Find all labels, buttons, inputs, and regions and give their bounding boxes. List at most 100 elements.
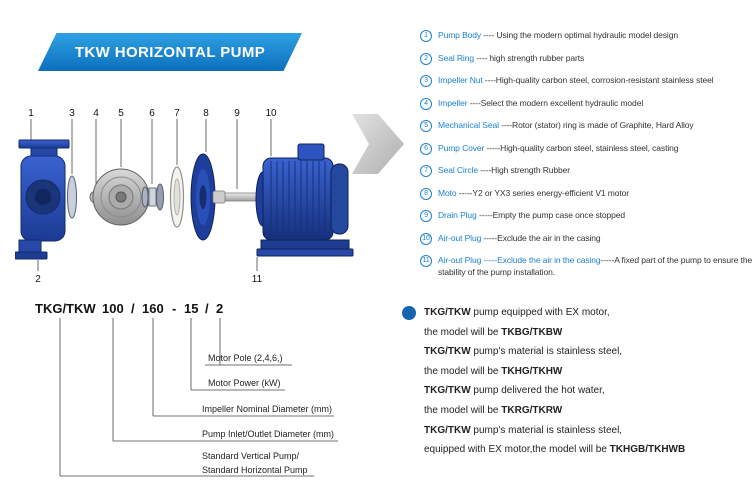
part-list-item: 7 Seal Circle ----High strength Rubber [420,165,754,177]
part-name: Drain Plug [438,210,477,220]
note-text: pump's material is stainless steel, [470,424,623,436]
note-text: the model will be [424,404,502,416]
diagram-label-6: 6 [149,108,155,119]
part-name: Moto [438,187,457,198]
diagram-label-7: 7 [174,108,180,119]
note-model-prefix: TKG/TKW [424,346,471,358]
model-token-power: 15 [184,301,198,316]
part-list-item: 5 Mechanical Seal ----Rotor (stator) rin… [420,120,754,132]
part-text: Mechanical Seal ----Rotor (stator) ring … [438,120,694,132]
model-token-dash: - [172,301,176,316]
diagram-label-1: 1 [28,108,34,119]
part-name: Seal Circle [438,165,478,175]
note-text: pump equipped with EX motor, [470,307,610,318]
diagram-label-10: 10 [265,108,277,119]
motor [255,143,354,257]
exploded-pump-diagram: 1 3 4 5 6 7 8 9 10 2 11 [15,108,354,285]
model-label-motor-pole: Motor Pole (2,4,6,) [208,353,283,363]
diagram-label-8: 8 [203,108,209,119]
part-text: Air-out Plug -----Exclude the air in the… [438,233,601,245]
part-list-item: 8 Moto -----Y2 or YX3 series energy-effi… [420,187,754,200]
part-list-item: 3 Impeller Nut ----High-quality carbon s… [420,75,754,87]
diagram-label-11: 11 [252,274,263,285]
model-notes: TKG/TKW pump equipped with EX motor, the… [400,303,745,460]
page-title: TKW HORIZONTAL PUMP [74,43,266,61]
note-line: equipped with EX motor,the model will be… [424,440,745,460]
note-model-code: TKRG/TKRW [501,404,563,416]
part-name: Seal Ring [438,52,474,63]
note-lines: TKG/TKW pump equipped with EX motor, the… [424,303,745,460]
model-token-slash-1: / [131,301,135,316]
diagram-label-3: 3 [69,108,75,119]
note-model-prefix: TKG/TKW [424,385,471,397]
part-desc: -----A fixed part of the pump to ensure … [438,255,753,277]
pump-casing [15,139,70,260]
model-token-slash-2: / [205,301,209,316]
part-name: Pump Cover [438,142,485,153]
part-text: Seal Ring ---- high strength rubber part… [438,53,584,65]
part-list-item: 1 Pump Body ---- Using the modern optima… [420,30,754,42]
part-desc: ----Rotor (stator) ring is made of Graph… [498,120,694,130]
bullet-icon [402,306,416,320]
note-model-code: TKBG/TKBW [501,326,563,338]
note-text: pump delivered the hot water, [470,385,605,397]
part-text: Drain Plug -----Empty the pump case once… [438,210,625,222]
note-model-prefix: TKG/TKW [424,307,471,318]
diagram-label-9: 9 [234,108,240,119]
motor-fins [270,161,326,237]
note-model-prefix: TKG/TKW [424,424,471,436]
title-banner: TKW HORIZONTAL PUMP [38,33,302,71]
part-number-badge: 8 [420,187,432,200]
part-list-item: 10 Air-out Plug -----Exclude the air in … [420,232,754,245]
diagram-label-5: 5 [118,108,124,119]
part-desc: ---- Using the modern optimal hydraulic … [481,30,678,40]
part-desc: -----Y2 or YX3 series energy-efficient V… [456,187,630,198]
seal-circle [169,166,185,228]
mechanical-seal [141,183,164,211]
model-token-series: TKG/TKW [35,301,96,316]
part-name: Air-out Plug [438,232,482,243]
part-number-badge: 7 [420,165,432,177]
part-number-badge: 1 [420,30,432,42]
leader-lines [30,119,272,271]
model-token-pole: 2 [216,301,223,316]
model-label-impeller-diam: Impeller Nominal Diameter (mm) [202,404,332,414]
model-label-standard-horiz: Standard Horizontal Pump [202,465,308,475]
part-list-item: 9 Drain Plug -----Empty the pump case on… [420,210,754,222]
note-text: the model will be [424,365,502,377]
parts-list: 1 Pump Body ---- Using the modern optima… [420,30,754,289]
part-desc: -----Empty the pump case once stopped [476,210,626,220]
note-model-code: TKHGB/TKHWB [609,444,686,456]
note-text: pump's material is stainless steel, [470,346,623,358]
part-number-badge: 2 [420,52,432,65]
part-number-badge: 10 [420,232,432,245]
model-token-impeller: 160 [142,301,164,316]
note-line: the model will be TKBG/TKBW [424,323,745,343]
model-label-standard-vert: Standard Vertical Pump/ [202,451,300,461]
part-text: Moto -----Y2 or YX3 series energy-effici… [438,188,629,200]
model-label-inlet-outlet: Pump Inlet/Outlet Diameter (mm) [202,429,334,439]
note-line: TKG/TKW pump's material is stainless ste… [424,342,745,362]
part-desc: -----High-quality carbon steel, stainles… [484,142,679,153]
part-desc: ----High-quality carbon steel, corrosion… [482,75,714,85]
part-text: Air-out Plug -----Exclude the air in the… [438,255,754,278]
part-name: Mechanical Seal [438,120,499,130]
note-line: the model will be TKHG/TKHW [424,362,745,382]
note-model-code: TKHG/TKHW [501,365,563,377]
model-connector-lines [59,318,338,477]
impeller [92,168,150,226]
note-line: TKG/TKW pump equipped with EX motor, [424,303,745,323]
pump-cover [190,153,216,241]
part-list-item: 6 Pump Cover -----High-quality carbon st… [420,142,754,155]
diagram-label-2: 2 [35,274,41,285]
note-line: the model will be TKRG/TKRW [424,401,745,421]
part-number-badge: 4 [420,97,432,110]
model-label-motor-power: Motor Power (kW) [208,378,281,388]
model-token-inlet: 100 [102,301,124,316]
part-desc: ---- high strength rubber parts [473,52,585,63]
part-text: Impeller Nut ----High-quality carbon ste… [438,75,714,87]
part-list-item: 11 Air-out Plug -----Exclude the air in … [420,255,754,278]
part-text: Pump Body ---- Using the modern optimal … [438,30,678,42]
note-text: equipped with EX motor,the model will be [424,444,610,456]
